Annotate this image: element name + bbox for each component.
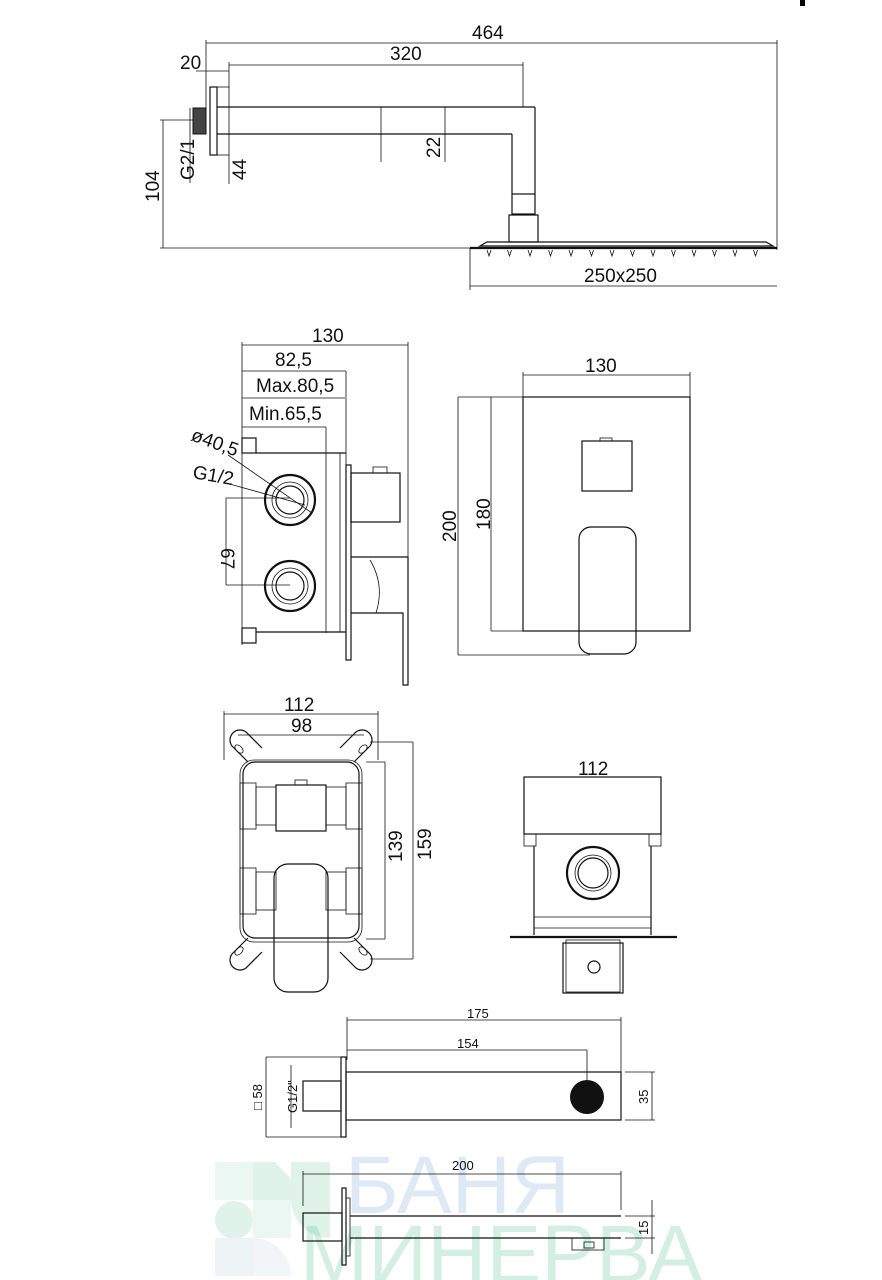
dim-spout-height: 35 — [636, 1090, 651, 1104]
nozzle — [486, 249, 492, 258]
nozzle — [650, 249, 656, 258]
dim-min-depth: Min.65,5 — [249, 404, 322, 425]
watermark-logo — [215, 1162, 330, 1276]
dim-inner-height: 180 — [474, 498, 495, 530]
dim-arm-small-length: 200 — [452, 1158, 474, 1173]
dim-total-length: 464 — [472, 23, 504, 44]
watermark-line2: МИНЕРВА — [300, 1209, 703, 1280]
corner-mark — [800, 0, 805, 6]
nozzle — [630, 249, 635, 258]
nozzle — [691, 249, 697, 258]
box-front-view: 112 98 139 159 — [223, 695, 436, 993]
overhead-shower-view: 464 320 20 250x250 104 — [143, 23, 778, 290]
nozzle — [568, 249, 574, 258]
box-top-view: 112 — [510, 759, 677, 994]
dim-flange-height: 44 — [230, 158, 251, 180]
nozzle — [732, 249, 738, 258]
dim-head-size: 250x250 — [584, 266, 657, 287]
nozzle — [671, 249, 676, 258]
dim-box-inner-height: 139 — [386, 830, 407, 862]
dim-box-inner-width: 98 — [291, 716, 312, 737]
mixer-side-view: 130 82,5 Max.80,5 Min.65,5 — [188, 326, 409, 686]
shower-nozzles — [486, 249, 758, 258]
dim-box-top-width: 112 — [578, 759, 608, 780]
dim-arm-small-thickness: 15 — [636, 1221, 651, 1235]
dim-flange-offset: 20 — [180, 53, 201, 74]
shower-arm-view: 200 15 — [302, 1158, 655, 1266]
dim-thread: G2/1 — [178, 139, 199, 180]
dim-box-outer-height: 159 — [415, 828, 436, 860]
dim-flange-square: □ 58 — [250, 1084, 265, 1110]
spout-view: 175 154 □ 58 G1/2" 35 — [250, 1006, 655, 1138]
nozzle — [548, 249, 553, 258]
dim-body-depth: 82,5 — [275, 350, 312, 371]
dim-port-thread: G1/2 — [191, 462, 235, 490]
nozzle — [753, 249, 758, 258]
dim-outlet-distance: 154 — [457, 1036, 479, 1051]
mixer-front-view: 130 200 180 — [440, 356, 691, 656]
dim-plate-height: 200 — [440, 510, 461, 542]
dim-port-spacing: 67 — [216, 548, 237, 569]
dim-total-height: 104 — [143, 170, 164, 202]
dim-arm-height: 22 — [424, 137, 445, 158]
port-upper — [263, 473, 317, 527]
port-lower — [263, 559, 317, 613]
dim-box-outer-width: 112 — [284, 695, 314, 716]
dim-arm-length: 320 — [390, 44, 422, 65]
dim-max-depth: Max.80,5 — [256, 376, 334, 397]
dim-spout-length: 175 — [467, 1006, 489, 1021]
nozzle — [609, 249, 615, 258]
nozzle — [712, 249, 717, 258]
dim-spout-thread: G1/2" — [285, 1080, 300, 1113]
dim-port-diameter: ø40,5 — [188, 425, 241, 461]
dim-depth: 130 — [312, 326, 344, 347]
nozzle — [507, 249, 512, 258]
dim-front-width: 130 — [585, 356, 617, 377]
nozzle — [527, 249, 533, 258]
nozzle — [589, 249, 594, 258]
